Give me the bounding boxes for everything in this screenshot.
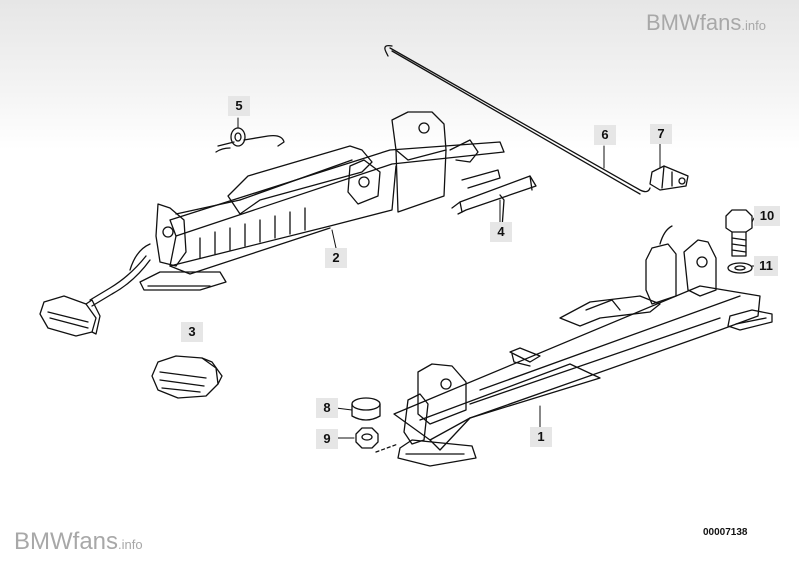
callout-11: 11	[754, 256, 778, 276]
callout-4: 4	[490, 222, 512, 242]
callout-5: 5	[228, 96, 250, 116]
part-washer	[727, 262, 753, 274]
watermark-bottom: BMWfans.info	[14, 528, 143, 555]
part-bushing	[351, 397, 381, 421]
callout-1: 1	[530, 427, 552, 447]
part-handle	[151, 355, 223, 399]
part-lower-rail	[375, 225, 773, 467]
part-upper-rail	[89, 111, 505, 307]
part-bolt	[725, 209, 753, 257]
callout-9: 9	[316, 429, 338, 449]
callout-10: 10	[754, 206, 780, 226]
leader-lines	[237, 117, 755, 439]
callout-2: 2	[325, 248, 347, 268]
part-handle-upper	[39, 295, 101, 337]
callout-6: 6	[594, 125, 616, 145]
part-spring	[215, 127, 285, 153]
part-nut	[355, 427, 379, 449]
callout-3: 3	[181, 322, 203, 342]
callout-8: 8	[316, 398, 338, 418]
diagram-number: 00007138	[703, 527, 748, 538]
watermark-top: BMWfans.info	[646, 10, 766, 35]
callout-7: 7	[650, 124, 672, 144]
part-wire-bracket	[451, 175, 537, 229]
part-clip	[649, 165, 689, 191]
part-rod	[384, 44, 651, 195]
